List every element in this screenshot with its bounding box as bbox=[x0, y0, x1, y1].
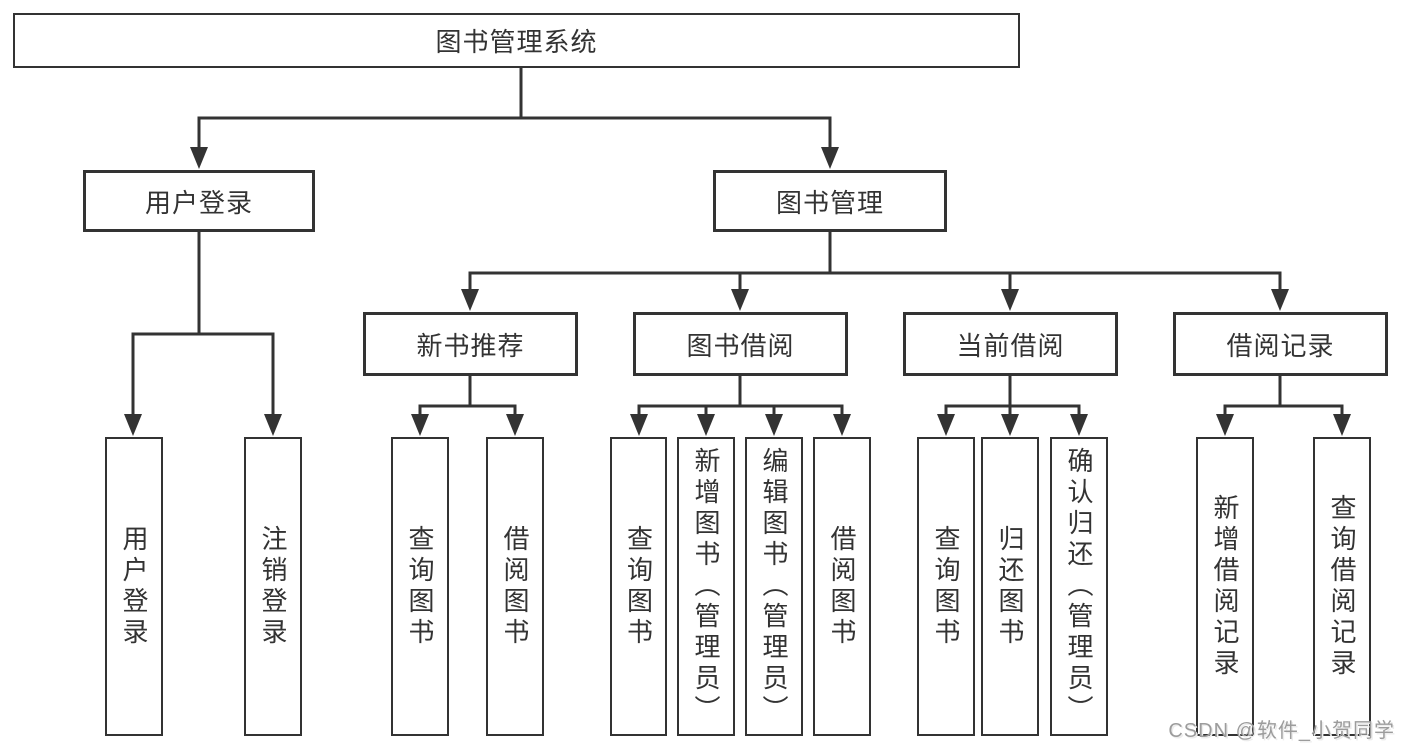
node-label: 新增借阅记录 bbox=[1210, 493, 1240, 680]
leaf-logout-login: 注销登录 bbox=[244, 437, 302, 736]
leaf-return-books: 归还图书 bbox=[981, 437, 1039, 736]
node-label: 新增图书（管理员） bbox=[691, 447, 721, 726]
connector-user-login-to-leaves bbox=[124, 232, 282, 436]
connector-book-management-to-level3 bbox=[461, 232, 1289, 311]
node-new-book-recommend: 新书推荐 bbox=[363, 312, 578, 376]
node-label: 用户登录 bbox=[144, 187, 253, 218]
node-label: 借阅记录 bbox=[1226, 330, 1335, 361]
node-label: 用户登录 bbox=[119, 524, 149, 649]
connector-current-borrow-to-leaves bbox=[937, 376, 1088, 436]
node-current-borrow: 当前借阅 bbox=[903, 312, 1118, 376]
node-label: 查询图书 bbox=[405, 524, 435, 649]
node-label: 借阅图书 bbox=[827, 524, 857, 649]
node-label: 图书管理 bbox=[775, 187, 884, 218]
leaf-query-books-recommend: 查询图书 bbox=[391, 437, 449, 736]
connector-book-borrow-to-leaves bbox=[630, 376, 851, 436]
connector-new-book-recommend-to-leaves bbox=[411, 376, 524, 436]
node-label: 借阅图书 bbox=[500, 524, 530, 649]
node-label: 编辑图书（管理员） bbox=[759, 447, 789, 726]
node-borrow-records: 借阅记录 bbox=[1173, 312, 1388, 376]
leaf-borrow-books: 借阅图书 bbox=[813, 437, 871, 736]
node-label: 确认归还（管理员） bbox=[1064, 447, 1094, 726]
leaf-query-books-current: 查询图书 bbox=[917, 437, 975, 736]
connector-borrow-records-to-leaves bbox=[1216, 376, 1351, 436]
node-label: 新书推荐 bbox=[416, 330, 525, 361]
node-book-management: 图书管理 bbox=[713, 170, 947, 232]
node-label: 查询图书 bbox=[931, 524, 961, 649]
node-label: 当前借阅 bbox=[956, 330, 1065, 361]
node-label: 图书管理系统 bbox=[435, 27, 598, 57]
node-book-borrow: 图书借阅 bbox=[633, 312, 848, 376]
leaf-query-books-borrow: 查询图书 bbox=[610, 437, 667, 736]
node-label: 归还图书 bbox=[995, 524, 1025, 649]
node-root-library-management-system: 图书管理系统 bbox=[13, 13, 1020, 68]
node-label: 图书借阅 bbox=[686, 330, 795, 361]
node-label: 注销登录 bbox=[258, 524, 288, 649]
leaf-add-books-admin: 新增图书（管理员） bbox=[677, 437, 735, 736]
leaf-add-borrow-record: 新增借阅记录 bbox=[1196, 437, 1254, 736]
leaf-edit-books-admin: 编辑图书（管理员） bbox=[745, 437, 803, 736]
node-label: 查询借阅记录 bbox=[1327, 493, 1357, 680]
connector-root-to-level2 bbox=[190, 68, 839, 169]
node-label: 查询图书 bbox=[623, 524, 654, 649]
csdn-watermark: CSDN @软件_小贺同学 bbox=[1168, 720, 1395, 742]
leaf-user-login: 用户登录 bbox=[105, 437, 163, 736]
leaf-borrow-books-recommend: 借阅图书 bbox=[486, 437, 544, 736]
node-user-login: 用户登录 bbox=[83, 170, 315, 232]
leaf-query-borrow-record: 查询借阅记录 bbox=[1313, 437, 1371, 736]
leaf-confirm-return-admin: 确认归还（管理员） bbox=[1050, 437, 1108, 736]
